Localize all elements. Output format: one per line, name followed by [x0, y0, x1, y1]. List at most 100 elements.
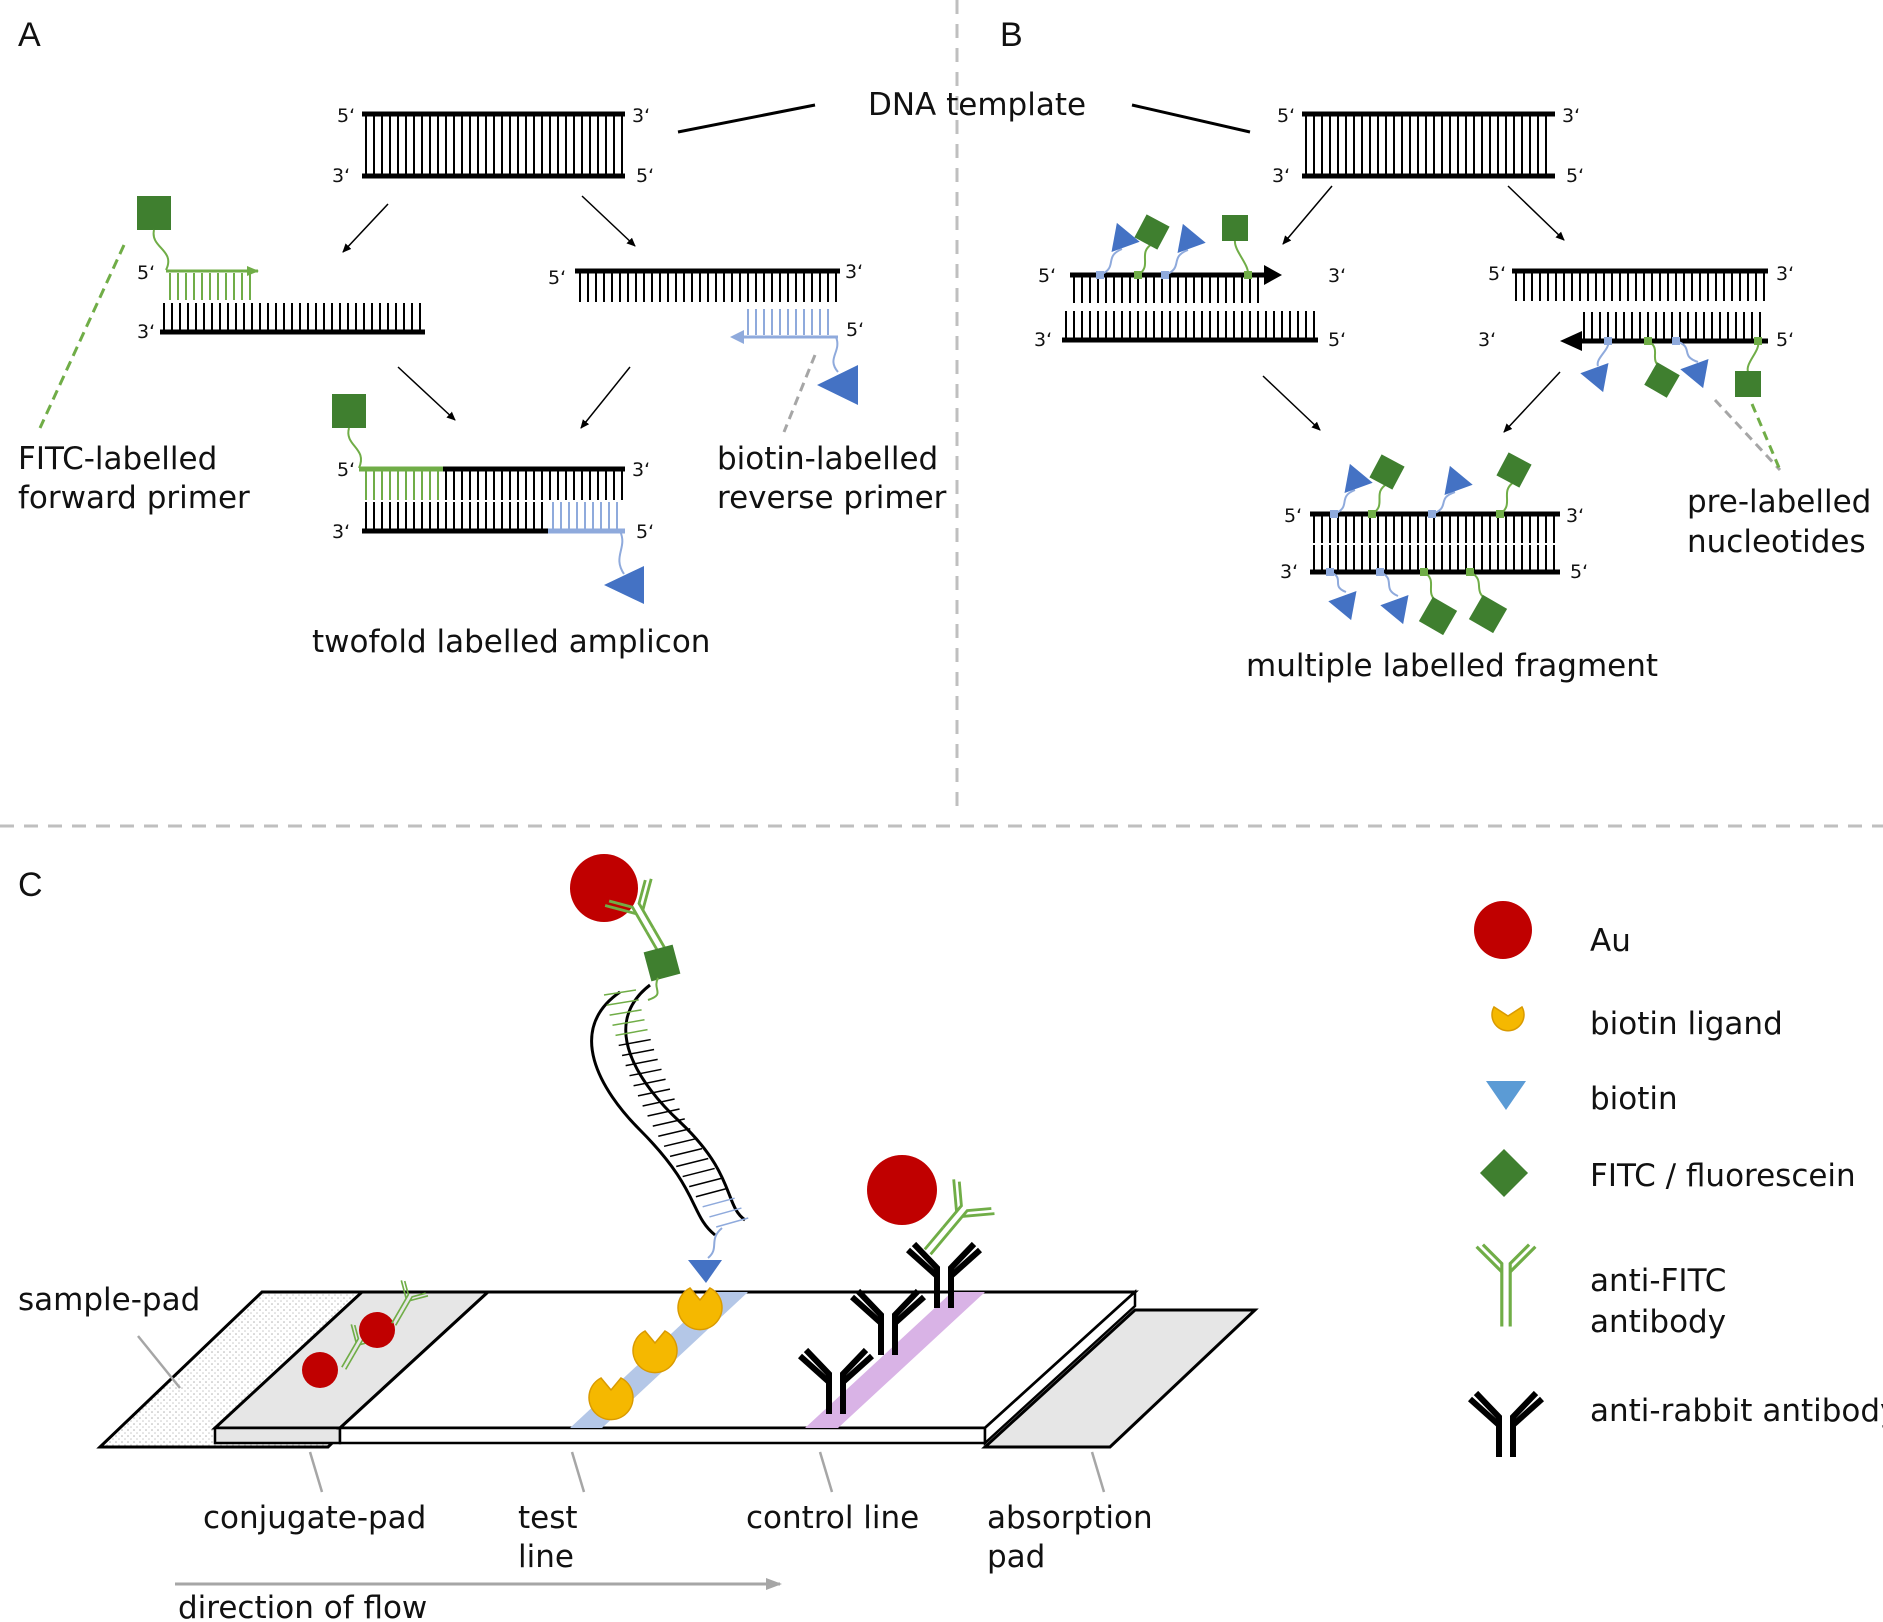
labelled-nucleotide	[1604, 337, 1612, 345]
end-label: 3‘	[632, 105, 650, 127]
biotin-icon	[1486, 1081, 1526, 1110]
gold-nanoparticle-icon	[359, 1312, 395, 1348]
end-label: 5‘	[1038, 265, 1056, 287]
end-label: 5‘	[548, 267, 566, 289]
biotin-primer-label-1: biotin-labelled	[717, 441, 938, 477]
template-a-ticks-top	[365, 116, 623, 146]
end-label: 3‘	[1562, 105, 1580, 127]
anti-fitc-antibody-icon	[1475, 1243, 1537, 1327]
end-label: 5‘	[1277, 105, 1295, 127]
biotin-icon	[1580, 363, 1609, 393]
anti-fitc-antibody-icon	[923, 1179, 995, 1256]
end-label: 3‘	[1328, 265, 1346, 287]
flow-direction-label: direction of flow	[178, 1590, 427, 1622]
forward-primer-annealing: 5‘ 3‘ FITC-labelled forward primer	[18, 196, 425, 516]
end-label: 5‘	[1488, 263, 1506, 285]
control-line-label: control line	[746, 1500, 919, 1536]
end-label: 5‘	[846, 319, 864, 341]
dna-template-pointer-right	[1131, 103, 1251, 134]
test-line-label-1: test	[518, 1500, 578, 1536]
legend: Au biotin ligand biotin FITC / fluoresce…	[1467, 901, 1883, 1457]
control-line	[805, 1292, 985, 1428]
biotin-icon	[1344, 463, 1373, 493]
end-label: 5‘	[1328, 329, 1346, 351]
fitc-primer-label-1: FITC-labelled	[18, 441, 217, 477]
anti-rabbit-antibody-icon	[1467, 1390, 1545, 1457]
amplicon-label: twofold labelled amplicon	[312, 624, 710, 660]
lateral-flow-strip	[96, 1289, 1259, 1449]
amplicon-gold-complex	[570, 854, 749, 1283]
end-label: 3‘	[845, 261, 863, 283]
end-label: 3‘	[137, 321, 155, 343]
legend-label: biotin	[1590, 1081, 1678, 1117]
membrane-side	[983, 1289, 1137, 1446]
end-label: 5‘	[1776, 329, 1794, 351]
fitc-icon	[1418, 596, 1458, 636]
panel-label-b: B	[1000, 16, 1023, 54]
fitc-icon	[1222, 215, 1248, 241]
labelled-nucleotide	[1330, 510, 1338, 518]
panel-a: DNA template 5‘ 3‘ 3‘ 5‘ 5‘ 3‘ FITC-la	[18, 87, 1251, 660]
fitc-icon	[1496, 452, 1532, 488]
antibody-shape	[849, 1288, 927, 1355]
template-duplex-b: 5‘ 3‘ 3‘ 5‘	[1272, 105, 1584, 187]
labelled-nucleotide	[1420, 568, 1428, 576]
forward-primer-ticks	[169, 273, 251, 300]
biotin-icon	[1444, 465, 1473, 495]
end-label: 5‘	[1284, 505, 1302, 527]
biotin-ligand-icon	[677, 1287, 723, 1331]
panel-label-a: A	[18, 16, 41, 54]
fitc-icon	[1369, 454, 1405, 490]
prelabelled-label-1: pre-labelled	[1687, 484, 1871, 520]
absorption-pad-label-2: pad	[987, 1539, 1045, 1575]
biotin-icon	[604, 566, 644, 604]
end-label: 3‘	[1478, 329, 1496, 351]
legend-label: anti-FITC	[1590, 1263, 1726, 1299]
amplicon-ticks-bottom	[365, 502, 618, 529]
sample-pad-label: sample-pad	[18, 1282, 200, 1318]
labelled-nucleotide	[1244, 271, 1252, 279]
labelled-nucleotide	[1134, 271, 1142, 279]
labelled-nucleotide	[1496, 510, 1504, 518]
labelled-nucleotide	[1466, 568, 1474, 576]
amplicon-ticks-top	[365, 471, 623, 500]
end-label: 5‘	[1570, 561, 1588, 583]
legend-label: anti-rabbit antibody	[1590, 1393, 1883, 1429]
antibody-shape	[905, 1241, 983, 1308]
biotin-ligand-icon	[588, 1377, 634, 1421]
biotin-icon	[1380, 595, 1409, 625]
antibody-shape	[923, 1179, 995, 1256]
labelled-nucleotide	[1754, 337, 1762, 345]
test-line-label-2: line	[518, 1539, 574, 1575]
gold-conjugate-on-pad	[302, 1280, 429, 1388]
end-label: 3‘	[1566, 505, 1584, 527]
labelled-strand-synthesis-left: 5‘ 3‘ 3‘ 5‘	[1034, 214, 1346, 351]
biotin-icon	[688, 1260, 722, 1283]
panel-b: 5‘ 3‘ 3‘ 5‘ 5‘ 3‘ 3‘ 5‘ 5‘	[1034, 105, 1871, 684]
anti-fitc-antibody-icon	[391, 1280, 429, 1326]
end-label: 3‘	[1272, 165, 1290, 187]
fitc-primer-pointer	[38, 244, 126, 429]
fitc-icon	[1468, 594, 1508, 634]
fitc-icon	[1134, 214, 1170, 250]
legend-label: Au	[1590, 923, 1631, 959]
end-label: 5‘	[1566, 165, 1584, 187]
biotin-icon	[1177, 223, 1206, 253]
labelled-nucleotide	[1368, 510, 1376, 518]
biotin-icon	[1680, 359, 1709, 389]
template-duplex-a: 5‘ 3‘ 3‘ 5‘	[332, 105, 654, 187]
biotin-ligand-icon	[632, 1330, 678, 1374]
conjugate-pad-front	[213, 1426, 342, 1445]
prelabelled-label-2: nucleotides	[1687, 524, 1866, 560]
end-label: 5‘	[636, 165, 654, 187]
biotin-ligands-on-test-line	[588, 1287, 723, 1421]
legend-label: biotin ligand	[1590, 1006, 1783, 1042]
end-label: 5‘	[337, 105, 355, 127]
dna-template-label: DNA template	[868, 87, 1086, 123]
reverse-primer-annealing: 5‘ 3‘ 5‘ biotin-labelled reverse primer	[548, 261, 947, 516]
labelled-nucleotide	[1376, 568, 1384, 576]
labelled-nucleotide	[1428, 510, 1436, 518]
multiple-labelled-fragment: 5‘ 3‘ 3‘ 5‘ multiple labelled fragment	[1246, 452, 1658, 684]
